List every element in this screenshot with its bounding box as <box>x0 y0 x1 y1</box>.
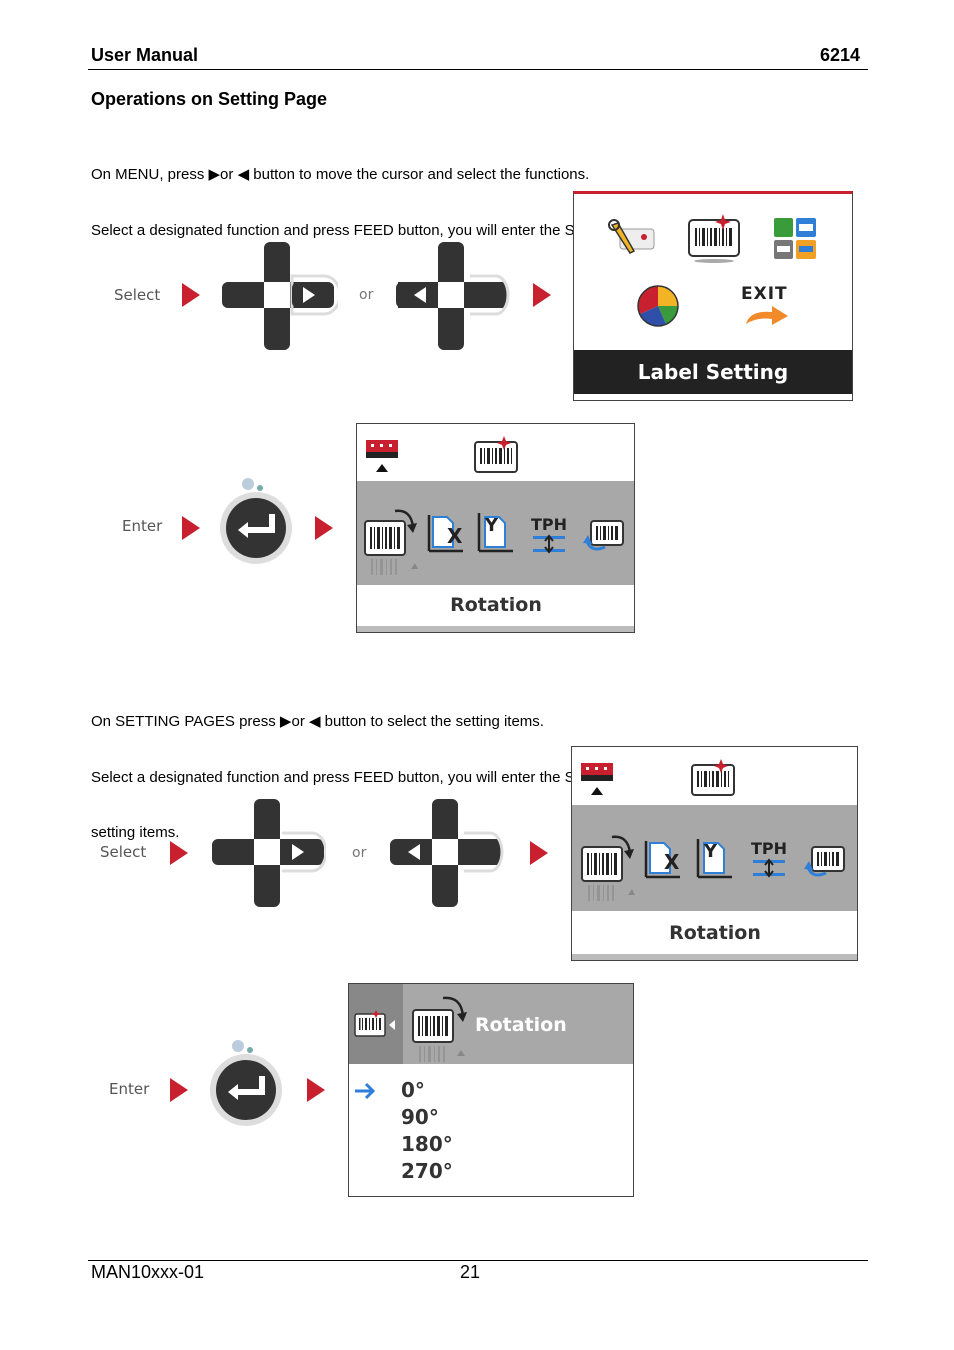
exit-arrow-icon <box>746 306 788 325</box>
menu-caption-bar: Label Setting <box>574 350 852 394</box>
document-code: MAN10xxx-01 <box>91 1262 205 1282</box>
paragraph-2-line-3: setting items. <box>91 824 180 841</box>
tph-label: TPH <box>750 839 788 858</box>
option-180-degrees[interactable]: 180° <box>401 1132 453 1156</box>
y-offset-icon[interactable]: Y <box>694 835 736 881</box>
screen-bottom-edge <box>572 954 857 960</box>
select-label: Select <box>114 286 161 304</box>
menu-screen: EXIT Label Setting <box>573 191 853 401</box>
interface-icon <box>774 218 816 259</box>
dpad-left-icon <box>390 799 504 907</box>
reset-label-icon[interactable] <box>583 519 625 555</box>
arrow-marker-icon <box>170 1078 188 1102</box>
tph-adjust-icon[interactable] <box>529 533 569 555</box>
arrow-marker-icon <box>170 841 188 865</box>
or-label: or <box>359 287 374 303</box>
option-90-degrees[interactable]: 90° <box>401 1105 439 1129</box>
setting-icons-strip: X Y TPH <box>357 481 634 585</box>
select-label: Select <box>100 843 147 861</box>
tph-adjust-icon[interactable] <box>749 857 789 879</box>
value-screen-title: Rotation <box>475 1014 567 1036</box>
x-offset-letter: X <box>664 850 680 874</box>
printer-setting-icon <box>366 440 398 472</box>
enter-button-icon <box>210 1040 282 1126</box>
barcode-label-icon <box>688 214 740 263</box>
setting-screen: X Y TPH Rotation <box>356 423 635 633</box>
footer-rule <box>88 1260 868 1261</box>
arrow-marker-icon <box>182 283 200 307</box>
dpad-right-icon <box>212 799 326 907</box>
setting-screen: X Y TPH Rotation <box>571 746 858 961</box>
arrow-marker-icon <box>530 841 548 865</box>
pie-chart-icon <box>637 285 679 327</box>
barcode-label-icon <box>474 436 518 473</box>
header-rule <box>88 69 868 70</box>
reset-label-icon[interactable] <box>804 845 846 881</box>
option-0-degrees[interactable]: 0° <box>401 1078 425 1102</box>
value-screen-title-bar: Rotation <box>403 984 633 1064</box>
setting-caption: Rotation <box>669 922 761 944</box>
barcode-label-icon <box>691 759 735 796</box>
or-label: or <box>352 845 367 861</box>
printer-setting-icon <box>581 763 613 795</box>
cursor-arrow-icon <box>355 1082 376 1100</box>
barcode-label-icon <box>354 1010 395 1037</box>
y-offset-icon[interactable]: Y <box>475 509 517 555</box>
arrow-marker-icon <box>307 1078 325 1102</box>
model-number: 6214 <box>820 45 861 65</box>
dpad-left-icon <box>396 242 510 350</box>
rotation-icon <box>412 996 467 1062</box>
rotation-icon[interactable] <box>363 505 419 577</box>
setting-caption: Rotation <box>450 594 542 616</box>
y-offset-letter: Y <box>703 841 718 862</box>
enter-label: Enter <box>109 1080 150 1098</box>
enter-label: Enter <box>122 517 163 535</box>
arrow-marker-icon <box>182 516 200 540</box>
rotation-icon[interactable] <box>580 831 636 903</box>
tph-label: TPH <box>530 515 568 534</box>
arrow-marker-icon <box>533 283 551 307</box>
option-270-degrees[interactable]: 270° <box>401 1159 453 1183</box>
page-number: 21 <box>460 1262 481 1282</box>
exit-label: EXIT <box>741 284 788 304</box>
paragraph-1-line-1: On MENU, press ▶or ◀ button to move the … <box>91 166 590 183</box>
y-offset-letter: Y <box>484 515 499 536</box>
enter-button-icon <box>220 478 292 564</box>
setting-icons-strip: X Y TPH <box>572 805 857 911</box>
paragraph-2-line-1: On SETTING PAGES press ▶or ◀ button to s… <box>91 713 544 730</box>
x-offset-icon[interactable]: X <box>642 837 684 881</box>
value-screen-side-tab <box>349 984 403 1064</box>
value-screen: Rotation 0° 90° 180° 270° <box>348 983 634 1197</box>
x-offset-letter: X <box>447 524 463 548</box>
wrench-icon <box>608 219 655 254</box>
manual-title: User Manual <box>91 45 199 65</box>
dpad-right-icon <box>222 242 338 350</box>
arrow-marker-icon <box>315 516 333 540</box>
x-offset-icon[interactable]: X <box>425 511 467 555</box>
screen-bottom-edge <box>357 626 634 632</box>
section-title: Operations on Setting Page <box>91 89 328 109</box>
